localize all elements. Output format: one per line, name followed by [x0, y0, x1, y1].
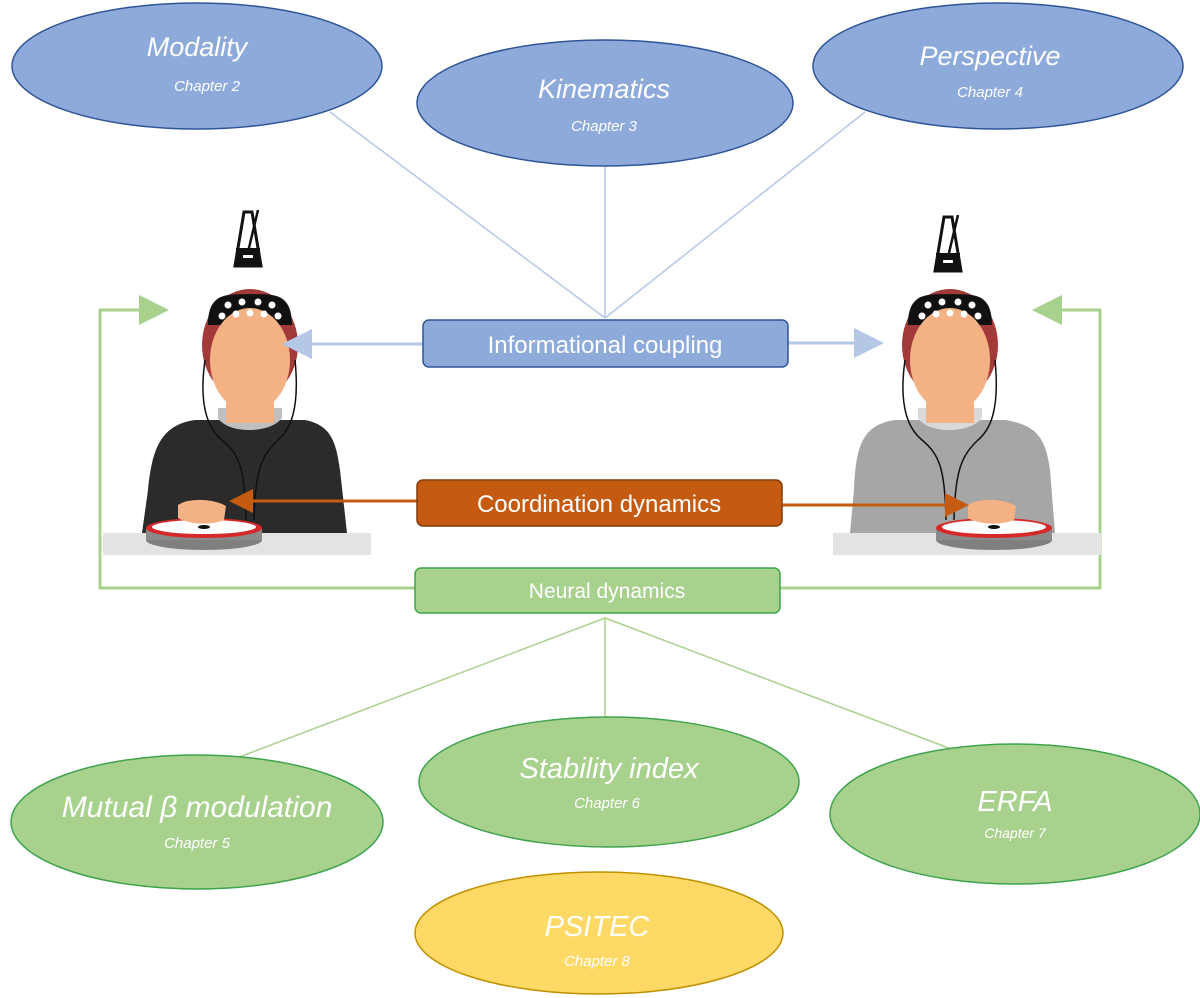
coordination-dynamics-box: Coordination dynamics — [416, 479, 783, 527]
box-label: Coordination dynamics — [477, 491, 721, 518]
top-connectors — [329, 111, 866, 319]
node-subtitle: Chapter 4 — [957, 84, 1023, 101]
right-feedback-arrow — [780, 295, 1102, 590]
tapping-pad-icon — [146, 518, 262, 550]
connector-mutual-beta — [199, 617, 606, 773]
node-title: ERFA — [977, 786, 1052, 818]
metronome-icon — [933, 214, 963, 273]
metronome-icon — [233, 209, 263, 268]
connector-modality — [329, 111, 606, 319]
connector-perspective — [604, 111, 866, 319]
informational-coupling-box: Informational coupling — [422, 319, 789, 368]
node-subtitle: Chapter 5 — [164, 835, 231, 852]
node-title: Modality — [147, 32, 249, 62]
tapping-pad-icon — [936, 518, 1052, 550]
node-title: PSITEC — [545, 911, 651, 943]
top-node-perspective: Perspective Chapter 4 — [812, 2, 1184, 130]
eeg-cap-icon — [902, 289, 998, 412]
bottom-node-erfa: ERFA Chapter 7 — [829, 743, 1200, 885]
neural-dynamics-box: Neural dynamics — [414, 567, 781, 614]
node-subtitle: Chapter 7 — [984, 825, 1047, 841]
right-torso — [850, 420, 1055, 533]
bottom-connectors — [199, 617, 976, 773]
left-participant — [103, 209, 371, 555]
node-subtitle: Chapter 2 — [174, 78, 241, 95]
eeg-cap-icon — [202, 289, 298, 412]
top-node-modality: Modality Chapter 2 — [11, 2, 383, 130]
box-label: Informational coupling — [488, 332, 723, 359]
right-hands — [968, 499, 1016, 524]
connector-erfa — [604, 617, 976, 759]
box-label: Neural dynamics — [529, 580, 685, 603]
feedback-loops — [98, 295, 1102, 590]
node-title: Stability index — [520, 753, 700, 785]
extra-node-psitec: PSITEC Chapter 8 — [414, 871, 784, 995]
left-feedback-arrow — [98, 295, 415, 590]
node-subtitle: Chapter 8 — [564, 953, 631, 970]
bottom-node-stability-index: Stability index Chapter 6 — [418, 716, 800, 848]
top-node-kinematics: Kinematics Chapter 3 — [416, 39, 794, 167]
node-title: Kinematics — [538, 74, 670, 104]
left-torso — [142, 420, 347, 533]
node-title: Perspective — [919, 41, 1060, 71]
left-hands — [178, 499, 226, 524]
bottom-node-mutual-beta: Mutual β modulation Chapter 5 — [10, 754, 384, 890]
informational-arrows — [282, 328, 884, 359]
node-subtitle: Chapter 3 — [571, 118, 638, 135]
node-title: Mutual β modulation — [62, 791, 333, 824]
coordination-arrows — [229, 489, 969, 517]
node-subtitle: Chapter 6 — [574, 795, 641, 812]
